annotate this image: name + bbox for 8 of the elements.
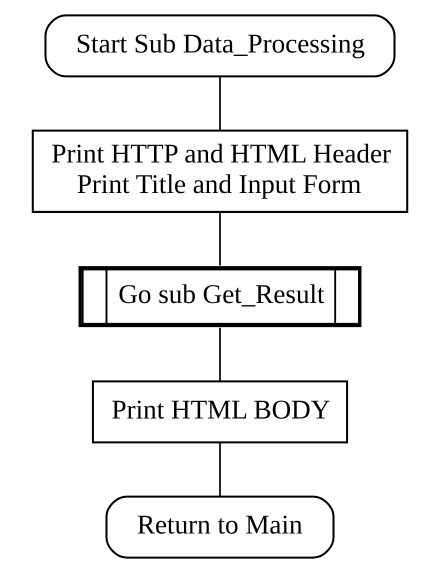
node-box: Start Sub Data_Processing [44, 14, 396, 78]
connector [219, 328, 221, 381]
node-box: Print HTTP and HTML Header Print Title and Input Form [32, 130, 408, 213]
connector [219, 76, 221, 130]
node-box: Print HTML BODY [92, 380, 348, 444]
connector [219, 212, 221, 266]
node-box: Return to Main [105, 496, 335, 559]
connector [219, 442, 221, 496]
